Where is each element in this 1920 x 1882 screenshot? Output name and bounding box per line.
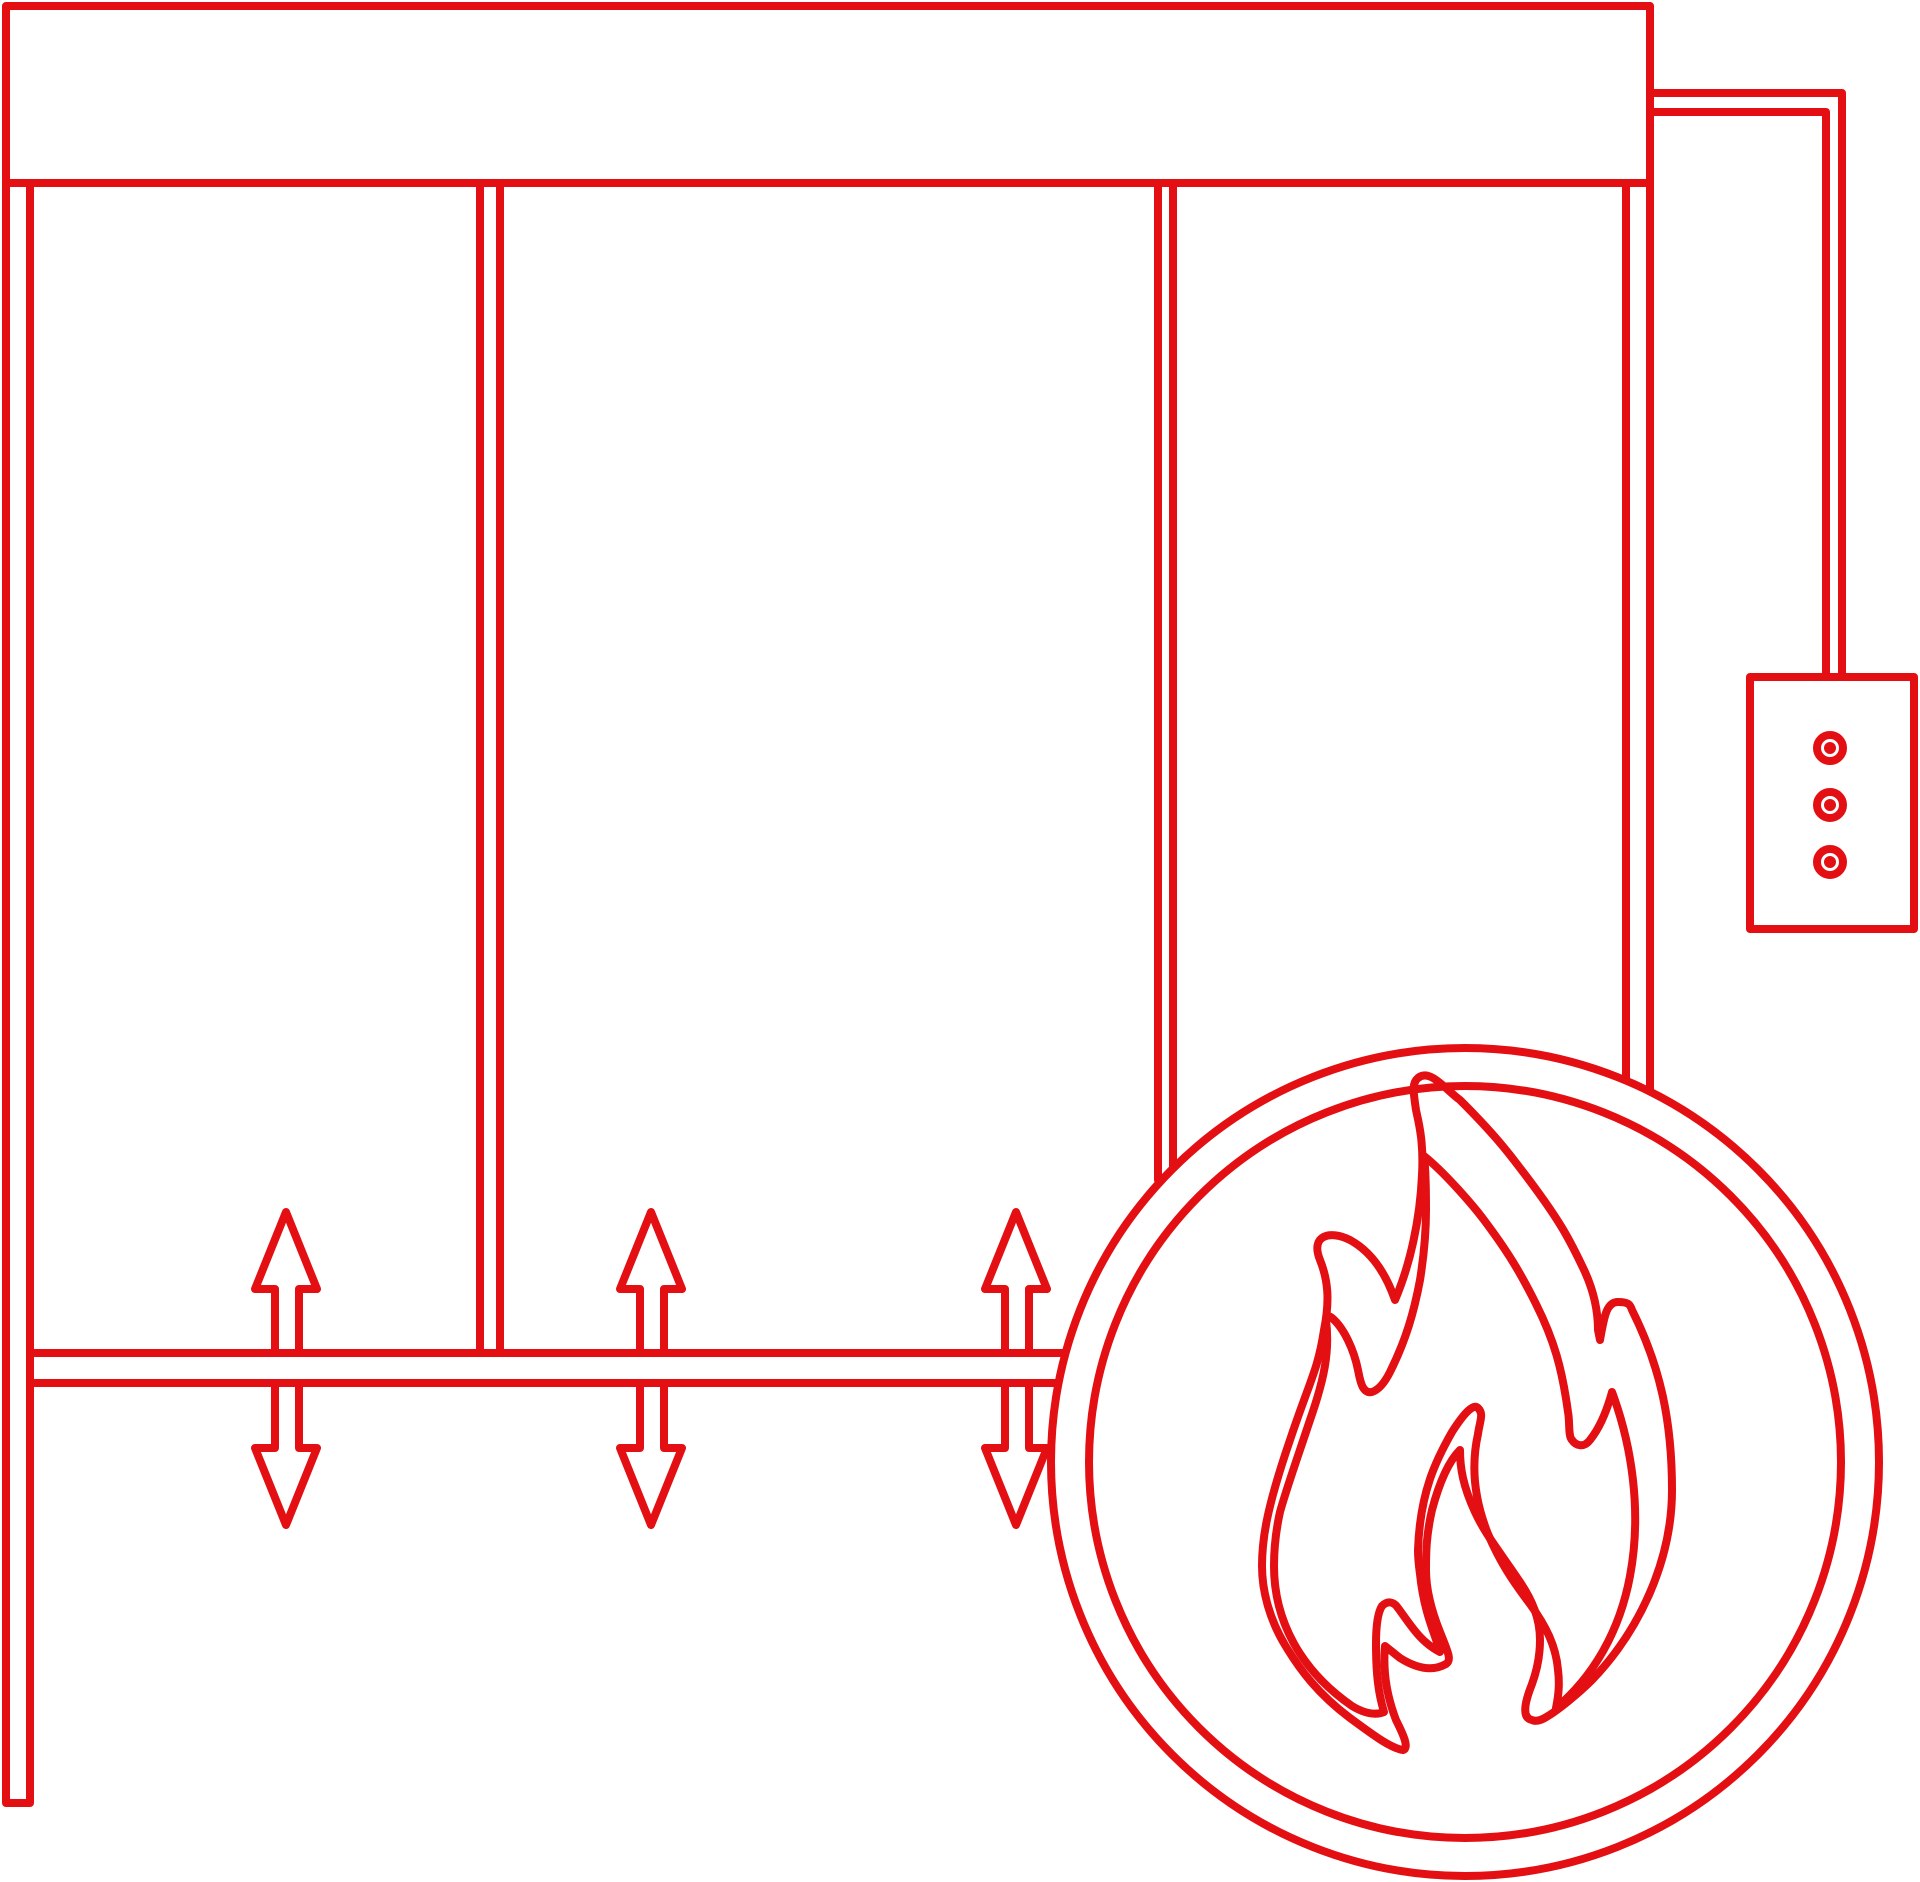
cable-outer bbox=[1646, 89, 1846, 681]
indicator-light bbox=[1813, 845, 1847, 879]
power-cable bbox=[1646, 89, 1846, 681]
roller-box bbox=[2, 2, 1654, 187]
guide-rail bbox=[1154, 179, 1177, 1184]
control-panel-box bbox=[1746, 673, 1918, 933]
indicator-light bbox=[1813, 731, 1847, 765]
cable-inner bbox=[1646, 108, 1830, 681]
fire-badge bbox=[1047, 1044, 1883, 1880]
guide-rail bbox=[2, 179, 34, 1807]
badge-outer-ring bbox=[1047, 1044, 1883, 1880]
fire-icon bbox=[1258, 1071, 1676, 1754]
up-down-arrow-icon bbox=[981, 1208, 1051, 1529]
control-panel bbox=[1746, 673, 1918, 933]
curtain-bottom-bar bbox=[26, 1349, 1074, 1387]
roller-housing bbox=[2, 2, 1654, 187]
up-down-arrow-icon bbox=[251, 1208, 321, 1529]
up-down-arrow-icon bbox=[616, 1208, 686, 1529]
indicator-light bbox=[1813, 788, 1847, 822]
guide-rail bbox=[1622, 179, 1654, 1094]
guide-rail bbox=[476, 179, 504, 1357]
badge-inner-ring bbox=[1085, 1082, 1845, 1842]
